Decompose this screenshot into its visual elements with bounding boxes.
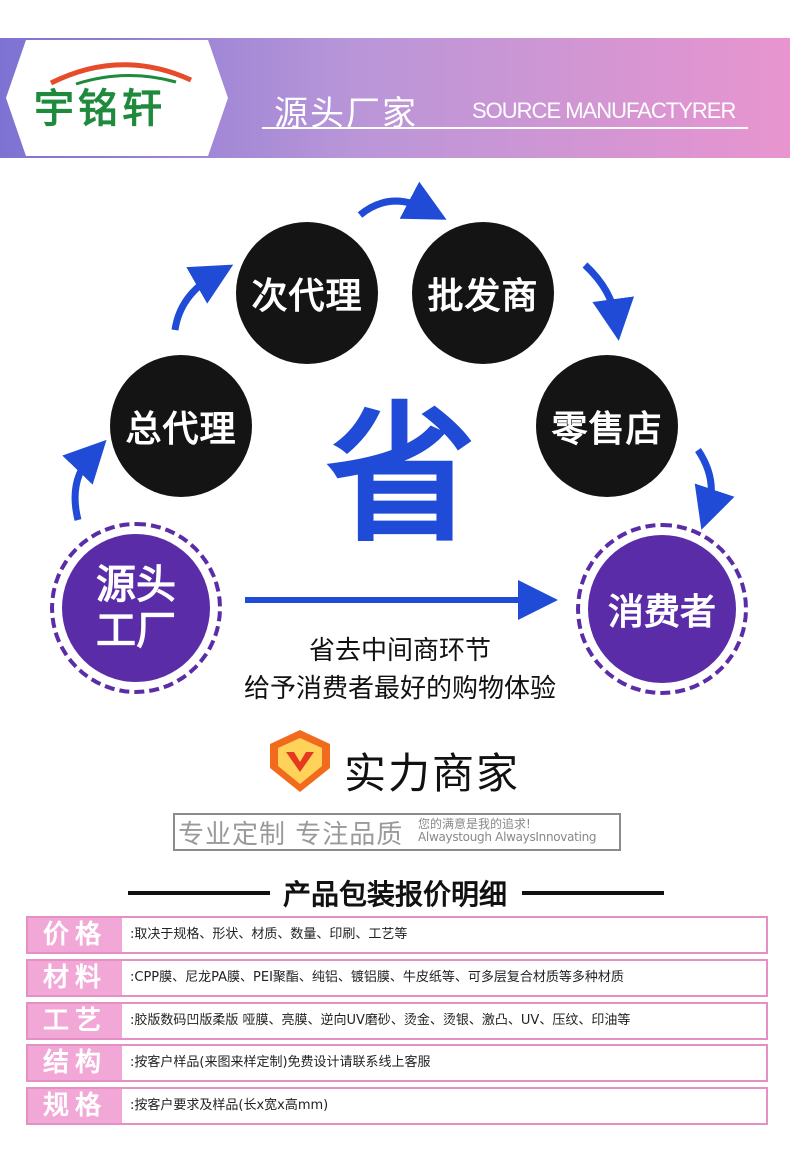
banner-underline bbox=[262, 127, 748, 129]
consumer-ring bbox=[576, 523, 748, 695]
factory-ring bbox=[50, 522, 222, 694]
logo-swoosh-icon bbox=[49, 62, 193, 86]
detail-row-structure: 结构 :按客户样品(来图来样定制)免费设计请联系线上客服 bbox=[26, 1044, 768, 1082]
brand-logo: 宇铭轩 bbox=[34, 86, 166, 132]
factory-line1: 源头 bbox=[96, 562, 176, 608]
slogan-small-en: Alwaystough AlwaysInnovating bbox=[418, 830, 597, 844]
slogan-box bbox=[173, 813, 621, 851]
node-general-agent: 总代理 bbox=[110, 355, 252, 497]
arrow-sub-to-wholesale bbox=[357, 181, 447, 220]
detail-text: :胶版数码凹版柔版 哑膜、亮膜、逆向UV磨砂、烫金、烫银、激凸、UV、压纹、印油… bbox=[130, 1013, 631, 1028]
detail-label: 材料 bbox=[28, 961, 122, 995]
detail-text: :按客户要求及样品(长x宽x高mm) bbox=[130, 1098, 329, 1113]
node-sub-agent: 次代理 bbox=[236, 222, 378, 364]
node-wholesaler: 批发商 bbox=[412, 222, 554, 364]
section-title: 产品包装报价明细 bbox=[282, 878, 507, 911]
detail-label: 价格 bbox=[28, 918, 122, 952]
arrow-factory-to-consumer-head bbox=[518, 580, 558, 620]
caption-line1: 省去中间商环节 bbox=[308, 636, 491, 666]
section-rule-right bbox=[522, 891, 664, 895]
detail-row-spec: 规格 :按客户要求及样品(长x宽x高mm) bbox=[26, 1087, 768, 1125]
slogan-small-cn: 您的满意是我的追求! bbox=[418, 817, 531, 831]
arrow-factory-to-general bbox=[62, 439, 107, 521]
save-character: 省 bbox=[326, 389, 477, 563]
flow-arrows bbox=[62, 181, 735, 620]
node-source-factory: 源头 工厂 bbox=[62, 534, 210, 682]
caption-line2: 给予消费者最好的购物体验 bbox=[243, 674, 556, 704]
arrow-wholesale-to-retail bbox=[582, 262, 635, 341]
detail-text: :取决于规格、形状、材质、数量、印刷、工艺等 bbox=[130, 927, 408, 942]
detail-label: 结构 bbox=[28, 1046, 122, 1080]
detail-row-process: 工艺 :胶版数码凹版柔版 哑膜、亮膜、逆向UV磨砂、烫金、烫银、激凸、UV、压纹… bbox=[26, 1002, 768, 1040]
detail-row-price: 价格 :取决于规格、形状、材质、数量、印刷、工艺等 bbox=[26, 916, 768, 954]
arrow-general-to-sub bbox=[171, 264, 234, 331]
banner-subtitle: SOURCE MANUFACTYRER bbox=[472, 98, 736, 123]
arrow-retail-to-consumer bbox=[694, 448, 735, 530]
detail-label: 规格 bbox=[28, 1089, 122, 1123]
merchant-title: 实力商家 bbox=[344, 749, 521, 798]
slogan-text: 专业定制 专注品质 bbox=[178, 820, 404, 850]
node-retailer: 零售店 bbox=[536, 355, 678, 497]
logo-badge bbox=[6, 40, 228, 156]
section-rule-left bbox=[128, 891, 270, 895]
detail-text: :CPP膜、尼龙PA膜、PEI聚酯、纯铝、镀铝膜、牛皮纸等、可多层复合材质等多种… bbox=[130, 970, 624, 985]
merchant-shield-icon bbox=[270, 730, 330, 792]
factory-line2: 工厂 bbox=[96, 608, 176, 654]
node-consumer: 消费者 bbox=[588, 535, 736, 683]
detail-text: :按客户样品(来图来样定制)免费设计请联系线上客服 bbox=[130, 1055, 431, 1070]
detail-row-material: 材料 :CPP膜、尼龙PA膜、PEI聚酯、纯铝、镀铝膜、牛皮纸等、可多层复合材质… bbox=[26, 959, 768, 997]
detail-label: 工艺 bbox=[28, 1004, 122, 1038]
